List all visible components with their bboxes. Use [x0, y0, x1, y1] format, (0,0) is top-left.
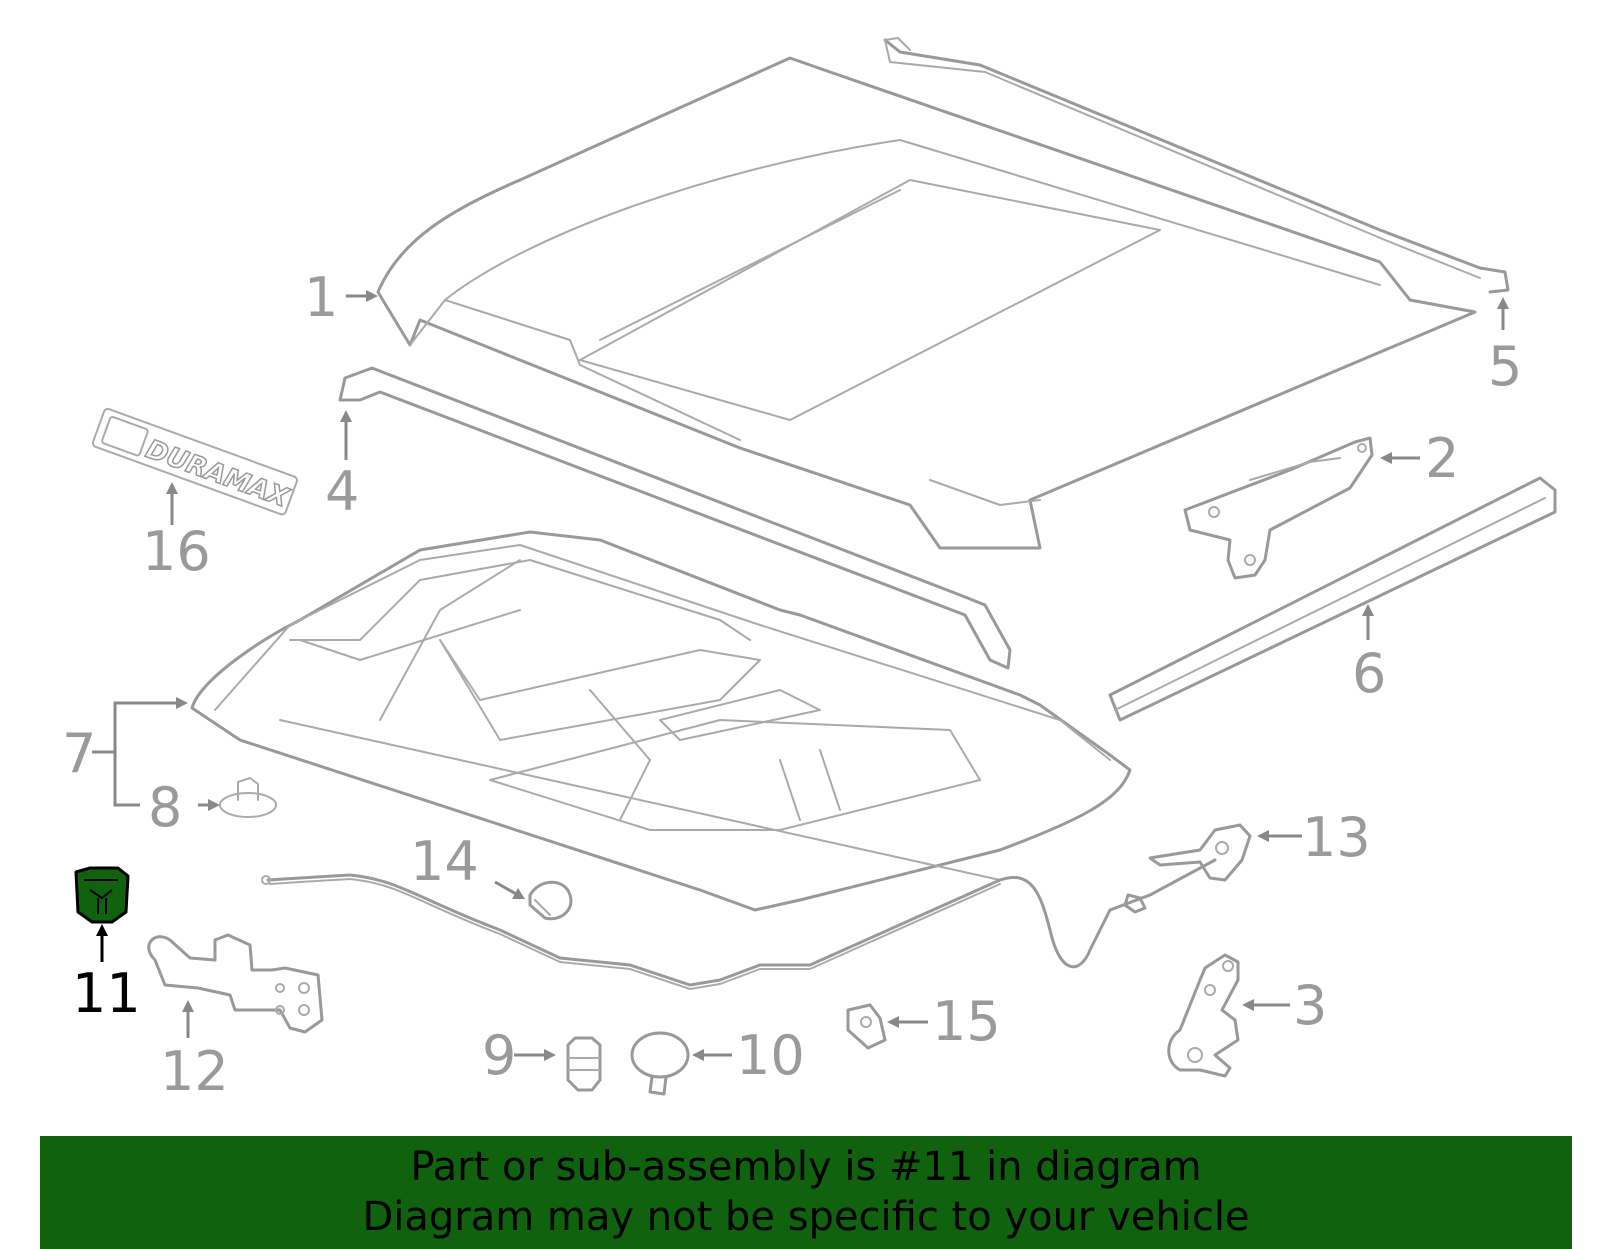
callout-15: 15	[932, 990, 1001, 1053]
callout-10: 10	[736, 1024, 805, 1087]
rear-seal-part-5	[883, 37, 1510, 294]
bumper-part-8	[219, 777, 277, 818]
callout-12: 12	[160, 1040, 229, 1103]
hood-panel-part-1	[376, 56, 1477, 550]
banner-line-1: Part or sub-assembly is #11 in diagram	[410, 1144, 1202, 1190]
bumper-stop-part-9	[566, 1036, 602, 1092]
emblem-text: DURAMAX	[142, 434, 294, 514]
callout-6: 6	[1352, 642, 1386, 705]
adjuster-part-10	[630, 1031, 690, 1096]
callout-2: 2	[1425, 427, 1459, 490]
front-seal-part-4	[338, 366, 1012, 670]
callout-16: 16	[142, 520, 211, 583]
callout-4: 4	[325, 460, 359, 523]
arrow-14	[494, 880, 519, 897]
callout-3: 3	[1293, 974, 1327, 1037]
callout-7: 7	[62, 722, 96, 785]
callout-1: 1	[304, 266, 338, 329]
release-cable	[261, 858, 1217, 990]
latch-part-3	[1167, 953, 1240, 1078]
arrow-7-bracket	[92, 701, 180, 807]
hood-inner-part-7	[190, 530, 1132, 912]
duramax-emblem-part-16: DURAMAX	[91, 407, 298, 516]
callout-14: 14	[410, 830, 479, 893]
hinge-part-12	[147, 933, 324, 1034]
callout-13: 13	[1302, 806, 1371, 869]
callout-11: 11	[72, 962, 141, 1025]
release-handle-part-13	[1148, 823, 1252, 882]
callout-arrows	[92, 290, 1509, 1061]
info-banner: Part or sub-assembly is #11 in diagram D…	[40, 1136, 1572, 1249]
molding-strip-part-6	[1108, 476, 1557, 722]
hinge-bracket-part-2	[1183, 436, 1374, 580]
prop-clip-part-14	[528, 880, 573, 921]
banner-line-2: Diagram may not be specific to your vehi…	[362, 1194, 1250, 1240]
nut-clip-part-15	[846, 1003, 887, 1050]
callout-9: 9	[482, 1024, 516, 1087]
callout-5: 5	[1488, 335, 1522, 398]
clip-part-11-highlighted	[74, 866, 130, 924]
callout-labels: 1 5 2 4 16 6 7 8 13 14 3 15 12 9 10 11	[62, 266, 1522, 1103]
callout-8: 8	[148, 776, 182, 839]
